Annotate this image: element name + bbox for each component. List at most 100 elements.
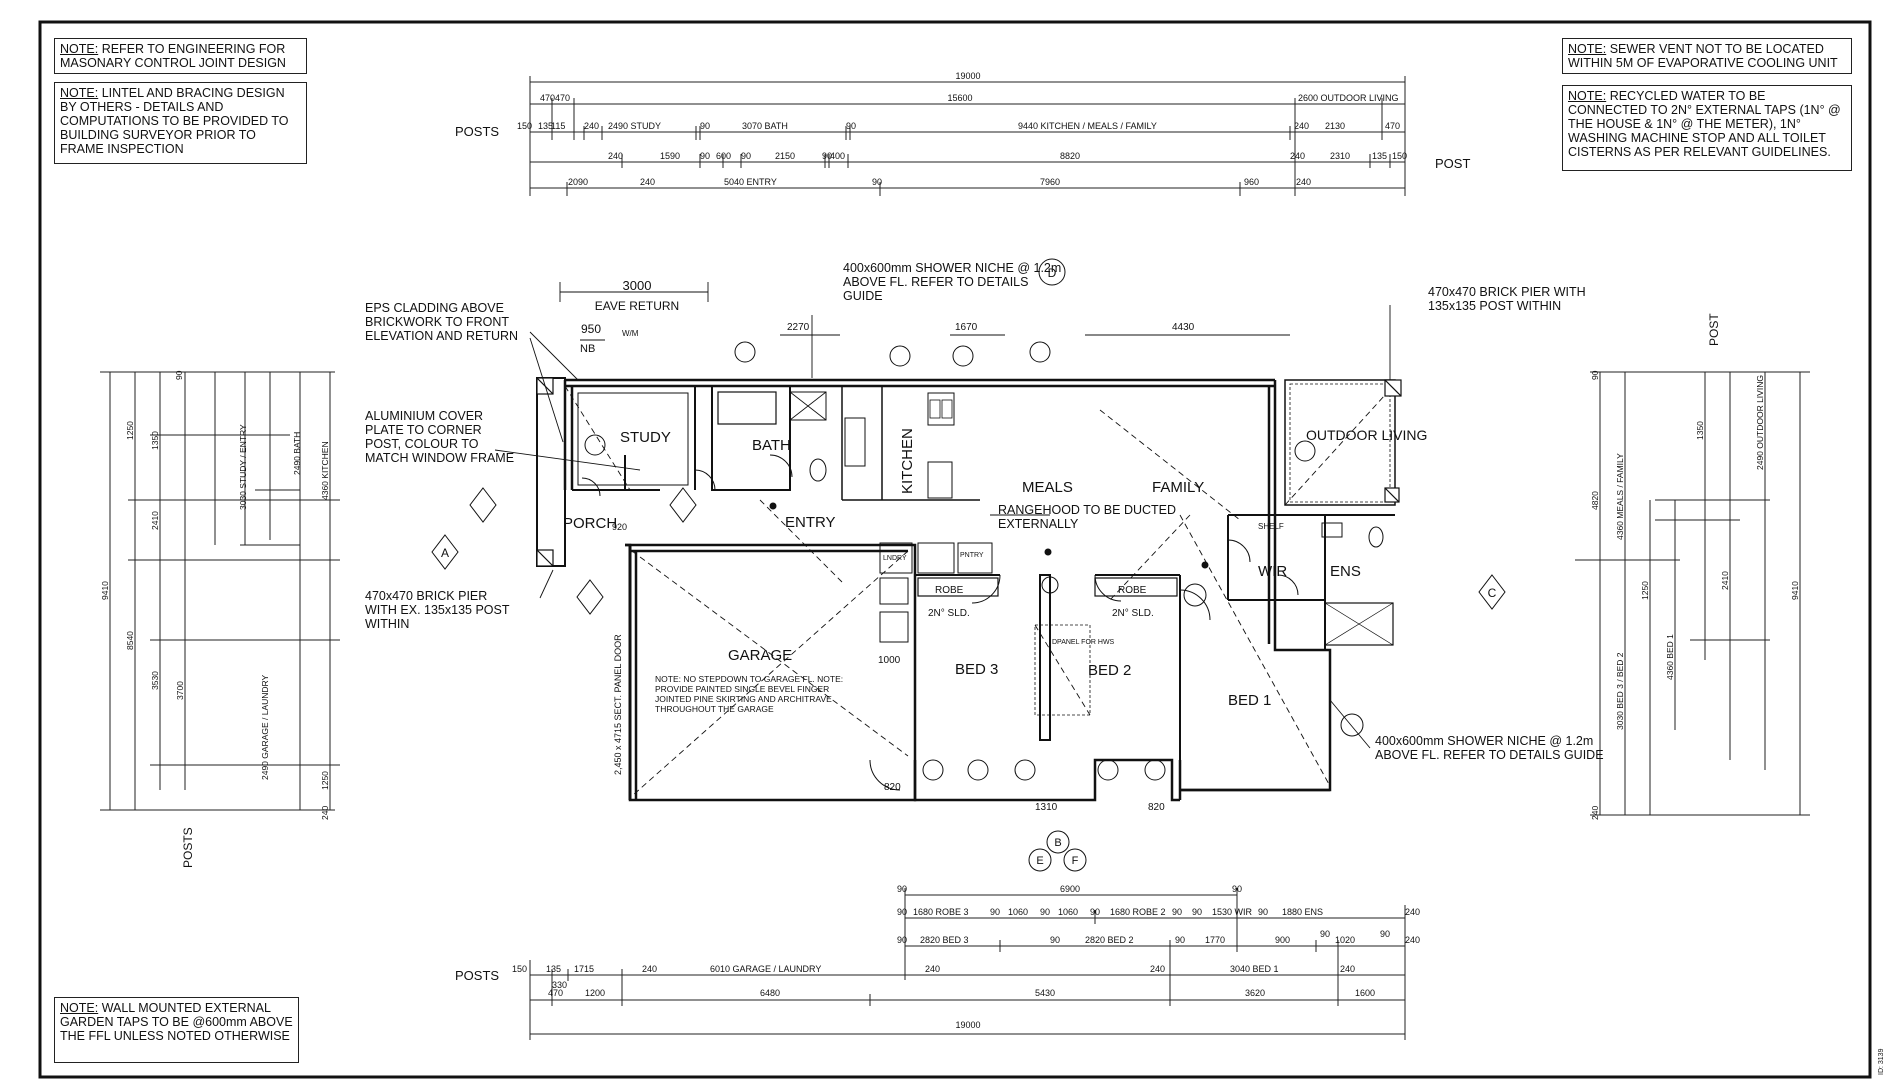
label-robe-2: ROBE (1118, 585, 1147, 596)
posts-bottom-label: POSTS (455, 968, 499, 983)
right-dim-2: 4360 BED 1 (1665, 634, 1675, 680)
bot-r2-1: 1680 ROBE 3 (913, 907, 969, 917)
top-dim-ticks (529, 76, 1406, 196)
sheet-ref: ID: 3139 (1878, 1048, 1885, 1075)
plan-dim-3: 1310 (1035, 802, 1058, 813)
top-r3-10: 2310 (1330, 151, 1350, 161)
top-r3-8: 8820 (1060, 151, 1080, 161)
section-markers: A C D B E F (431, 258, 1506, 872)
left-dim-12: 240 (320, 806, 330, 820)
label-sld-2: 2N° SLD. (1112, 608, 1154, 619)
bot-r5-1: 330 (552, 980, 567, 990)
bot-r2-11: 90 (1258, 907, 1268, 917)
right-dim-1: 3030 BED 3 / BED 2 (1615, 652, 1625, 730)
top-r2-4: 2490 STUDY (608, 121, 661, 131)
label-pntry: PNTRY (960, 552, 984, 559)
marker-a (431, 534, 459, 570)
left-dimensions (100, 371, 340, 811)
plan-dim-0: 2270 (787, 322, 810, 333)
top-r3-2: 90 (700, 151, 710, 161)
annotation-line: BRICKWORK TO FRONT (365, 315, 509, 329)
bot-r5-2: 1200 (585, 988, 605, 998)
door-swings (581, 454, 1299, 791)
bot-r5-4: 5430 (1035, 988, 1055, 998)
room-study: STUDY (620, 429, 671, 446)
top-r3-12: 150 (1392, 151, 1407, 161)
marker-bef (1028, 830, 1087, 872)
right-dimensions (1575, 371, 1810, 816)
room-porch: PORCH (563, 515, 617, 532)
bot-r3-6: 900 (1275, 935, 1290, 945)
right-dim-4: 4820 (1590, 491, 1600, 510)
bot-r3-9: 90 (1380, 929, 1390, 939)
bot-r2-9: 90 (1192, 907, 1202, 917)
left-dim-13: 90 (174, 370, 184, 380)
right-dim-5: 9410 (1790, 581, 1800, 600)
annotation-line: 470x470 BRICK PIER WITH (1428, 285, 1586, 299)
plan-dim-6: 1000 (878, 655, 901, 666)
top-r3-0: 240 (608, 151, 623, 161)
bot-r2-8: 90 (1172, 907, 1182, 917)
marker-d (1038, 258, 1066, 286)
right-dim-6: 1350 (1695, 421, 1705, 440)
bot-r3-0: 90 (897, 935, 907, 945)
bot-r3-10: 240 (1405, 935, 1420, 945)
top-r4-4: 7960 (1040, 177, 1060, 187)
room-bed3: BED 3 (955, 661, 998, 678)
annotation-line: ABOVE FL. REFER TO DETAILS (843, 275, 1028, 289)
top-r4-3: 90 (872, 177, 882, 187)
top-r2-7: 90 (846, 121, 856, 131)
annotation-line: MATCH WINDOW FRAME (365, 451, 514, 465)
leader-lines (494, 282, 1391, 749)
room-bed1: BED 1 (1228, 692, 1271, 709)
top-r2-8: 9440 KITCHEN / MEALS / FAMILY (1018, 121, 1157, 131)
posts (536, 377, 1402, 567)
room-entry: ENTRY (785, 514, 836, 531)
bot-r4-1: 135 (546, 964, 561, 974)
top-r1-b: 470 (555, 93, 570, 103)
note-recycled-head: NOTE: (1568, 89, 1607, 103)
annotation-line: PROVIDE PAINTED SINGLE BEVEL FINGER (655, 684, 829, 694)
eave-label: EAVE RETURN (595, 299, 679, 313)
annotation-line: THROUGHOUT THE GARAGE (655, 704, 774, 714)
room-bed2: BED 2 (1088, 662, 1131, 679)
bottom-dim-text: 90 6900 90 90 1680 ROBE 3 90 1060 90 106… (512, 884, 1420, 1030)
bot-r2-3: 1060 (1008, 907, 1028, 917)
room-ens: ENS (1330, 563, 1361, 580)
left-dim-11: 1250 (320, 771, 330, 790)
bot-r5-3: 6480 (760, 988, 780, 998)
note-lintel-head: NOTE: (60, 86, 99, 100)
top-r1-a: 470 (540, 93, 555, 103)
top-r3-9: 240 (1290, 151, 1305, 161)
top-r1-d: 2600 OUTDOOR LIVING (1298, 93, 1399, 103)
top-r4-5: 960 (1244, 177, 1259, 187)
top-r4-0: 2090 (568, 177, 588, 187)
bot-r2-10: 1530 WIR (1212, 907, 1253, 917)
label-nb: NB (580, 343, 595, 355)
room-garage: GARAGE (728, 647, 792, 664)
annotation-line: ALUMINIUM COVER (365, 409, 483, 423)
bot-overall-dim: 19000 (955, 1020, 980, 1030)
bot-r4-8: 240 (1340, 964, 1355, 974)
plan-dim-1: 1670 (955, 322, 978, 333)
plan-diagonals (564, 383, 1396, 797)
marker-b-label: B (1054, 837, 1061, 849)
garage-note: NOTE: NO STEPDOWN TO GARAGE FL. NOTE:PRO… (655, 674, 843, 714)
bot-r3-2: 90 (1050, 935, 1060, 945)
posts-top-label: POSTS (455, 124, 499, 139)
annotation-line: EPS CLADDING ABOVE (365, 301, 504, 315)
right-dim-0: 4360 MEALS / FAMILY (1615, 453, 1625, 540)
left-dim-2: 3700 (175, 681, 185, 700)
top-dim-text: 19000 470 470 15600 2600 OUTDOOR LIVING … (517, 71, 1407, 187)
top-r2-3: 240 (584, 121, 599, 131)
label-sld-1: 2N° SLD. (928, 608, 970, 619)
note-masonry-head: NOTE: (60, 42, 99, 56)
bot-r5-5: 3620 (1245, 988, 1265, 998)
annotation-line: NOTE: NO STEPDOWN TO GARAGE FL. NOTE: (655, 674, 843, 684)
note-masonry-control: NOTE: REFER TO ENGINEERING FOR MASONARY … (54, 38, 307, 74)
bot-r2-4: 90 (1040, 907, 1050, 917)
